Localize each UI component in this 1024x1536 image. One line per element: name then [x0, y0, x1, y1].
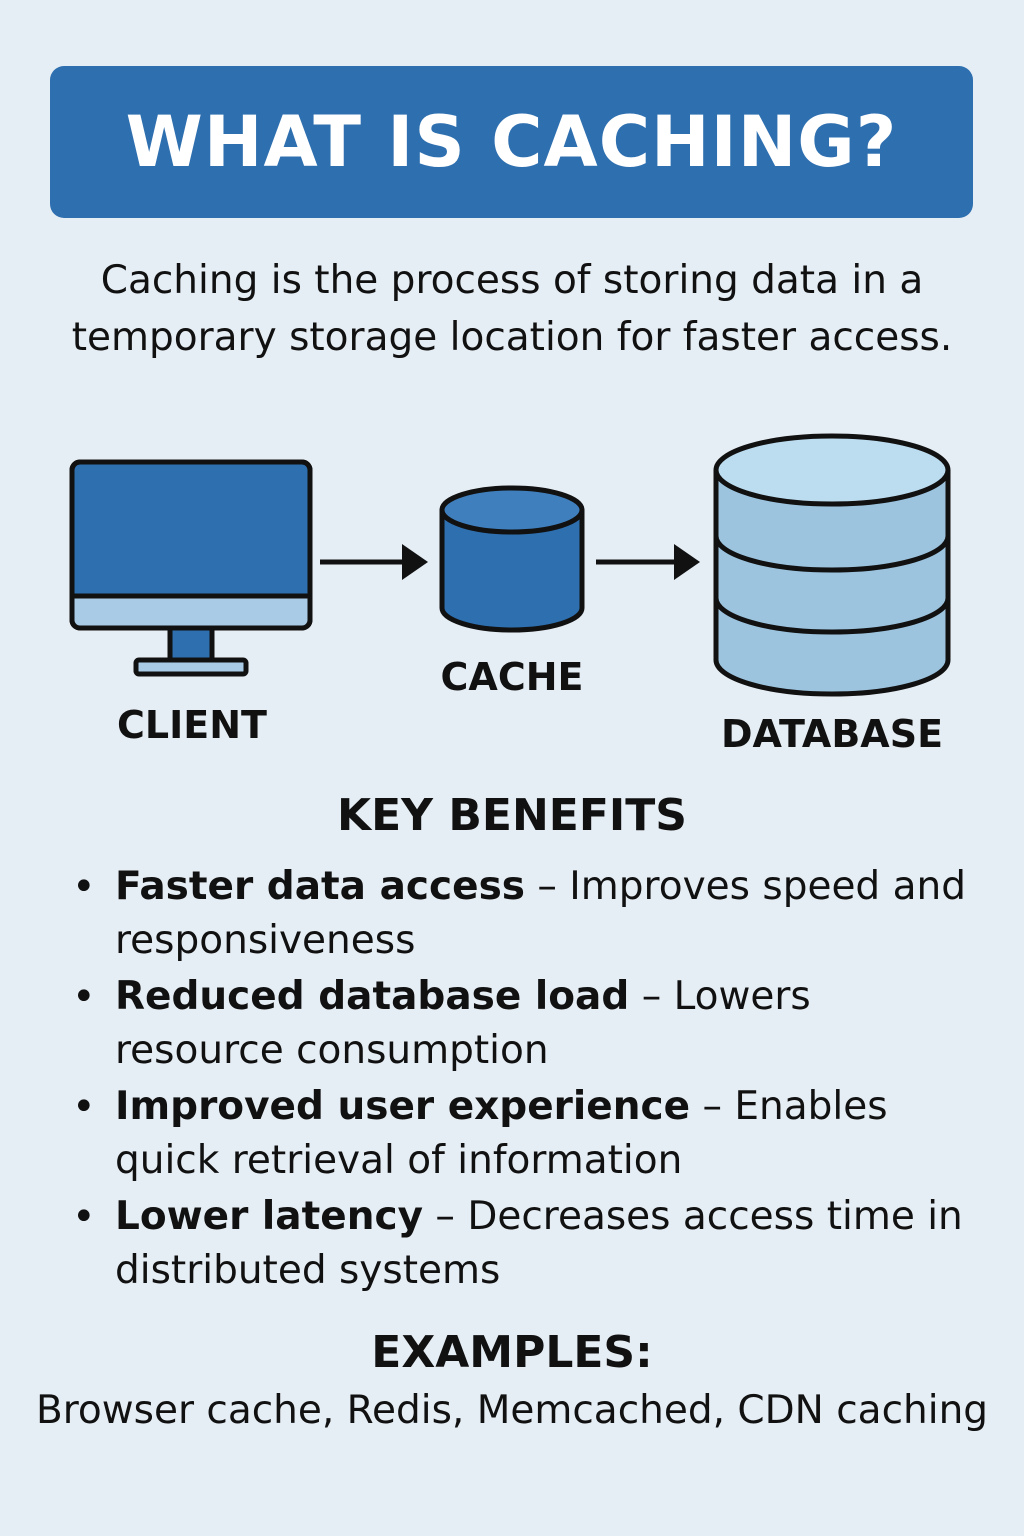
bullet-icon: • [72, 864, 96, 910]
benefit-separator: – [629, 974, 674, 1019]
benefit-detail: Lowers resource consumption [115, 974, 811, 1073]
list-item: • Reduced database load – Lowers resourc… [72, 970, 972, 1078]
benefits-list: • Faster data access – Improves speed an… [72, 860, 972, 1300]
benefit-separator: – [690, 1084, 735, 1129]
examples-text: Browser cache, Redis, Memcached, CDN cac… [35, 1388, 989, 1433]
benefits-heading: KEY BENEFITS [337, 790, 687, 841]
benefit-detail: Decreases access time in distributed sys… [115, 1194, 963, 1293]
cylinder-icon [439, 485, 585, 633]
list-item: • Improved user experience – Enables qui… [72, 1080, 972, 1188]
bullet-icon: • [72, 1084, 96, 1130]
benefit-lead: Improved user experience [115, 1084, 691, 1129]
database-stack-icon [713, 433, 951, 697]
client-label: CLIENT [117, 703, 267, 747]
bullet-icon: • [72, 974, 96, 1020]
caching-diagram: CLIENT CACHE DATABASE [0, 420, 1024, 780]
monitor-icon [69, 459, 313, 677]
database-label: DATABASE [720, 712, 944, 756]
benefit-detail: Improves speed and responsiveness [115, 864, 966, 963]
cache-label: CACHE [440, 655, 584, 699]
arrow-client-to-cache [320, 544, 428, 580]
list-item: • Lower latency – Decreases access time … [72, 1190, 972, 1298]
intro-text: Caching is the process of storing data i… [71, 258, 953, 360]
arrow-cache-to-database [596, 544, 700, 580]
benefit-lead: Reduced database load [115, 974, 630, 1019]
benefit-separator: – [525, 864, 570, 909]
diagram-graphics [69, 433, 951, 697]
examples-heading: EXAMPLES: [371, 1327, 653, 1378]
page-title: WHAT IS CACHING? [125, 101, 898, 183]
benefit-lead: Lower latency [115, 1194, 424, 1239]
bullet-icon: • [72, 1194, 96, 1240]
benefit-separator: – [423, 1194, 468, 1239]
list-item: • Faster data access – Improves speed an… [72, 860, 972, 968]
benefit-detail: Enables quick retrieval of information [115, 1084, 888, 1183]
title-banner: WHAT IS CACHING? [50, 66, 973, 218]
benefit-lead: Faster data access [115, 864, 525, 909]
